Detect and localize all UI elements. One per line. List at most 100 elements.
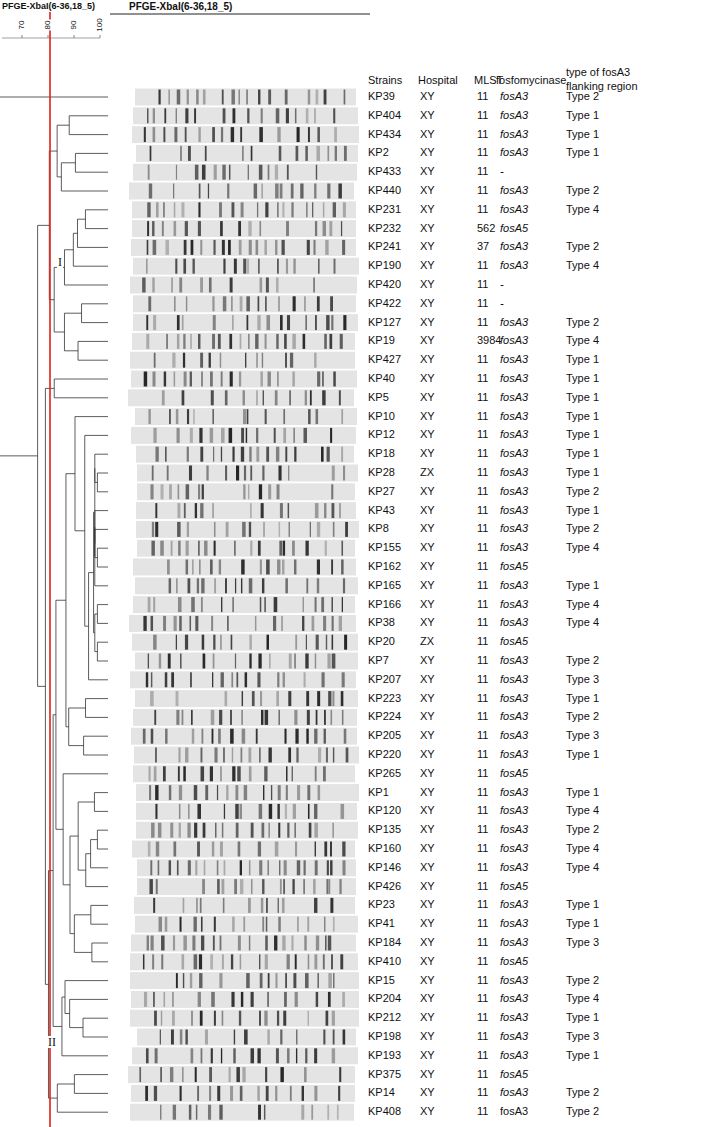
gel-band	[174, 202, 176, 217]
table-cell: Type 4	[566, 260, 599, 271]
table-cell: KP420	[368, 279, 401, 290]
gel-band	[329, 221, 332, 236]
gel-band	[179, 616, 182, 631]
table-cell: XY	[420, 223, 435, 234]
dendrogram-branch	[54, 332, 64, 333]
gel-band	[193, 409, 194, 424]
gel-band	[240, 860, 242, 875]
table-cell: Type 4	[566, 993, 599, 1004]
gel-band	[324, 917, 325, 932]
gel-band	[183, 353, 185, 368]
gel-band	[321, 447, 324, 462]
gel-band	[217, 1086, 220, 1101]
dendrogram-branch	[97, 548, 108, 549]
gel-band	[259, 1011, 261, 1026]
gel-band	[318, 785, 321, 800]
gel-band	[248, 898, 251, 913]
gel-band	[249, 240, 252, 255]
axis-tick: 90	[70, 20, 78, 31]
table-cell: Type 1	[566, 411, 599, 422]
gel-band	[150, 860, 152, 875]
gel-lane	[132, 1047, 358, 1064]
gel-band	[165, 240, 169, 255]
gel-band	[232, 748, 233, 763]
gel-lane	[131, 991, 359, 1008]
gel-band	[172, 1011, 175, 1026]
table-cell: fosA5	[500, 636, 528, 647]
table-cell: XY	[420, 523, 435, 534]
table-cell: KP18	[368, 448, 395, 459]
gel-lane	[135, 690, 358, 707]
gel-band	[279, 541, 282, 556]
gel-band	[256, 729, 258, 744]
dendrogram-branch	[65, 1013, 70, 1014]
gel-band	[176, 710, 179, 725]
dendrogram-branch	[85, 209, 108, 210]
gel-band	[327, 146, 329, 161]
gel-band	[168, 654, 171, 669]
gel-band	[250, 466, 252, 481]
gel-band	[248, 748, 251, 763]
dendrogram-branch	[86, 698, 108, 699]
dendrogram-branch	[38, 686, 46, 687]
gel-band	[339, 616, 342, 631]
table-cell: 11	[477, 129, 488, 140]
table-cell: 11	[477, 881, 488, 892]
gel-band	[184, 503, 186, 518]
gel-band	[183, 936, 187, 951]
gel-band	[307, 917, 309, 932]
gel-band	[279, 860, 280, 875]
gel-band	[280, 184, 283, 199]
gel-band	[197, 1086, 199, 1101]
gel-band	[177, 90, 181, 105]
gel-band	[283, 1011, 286, 1026]
gel-band	[276, 334, 278, 349]
gel-band	[191, 1048, 194, 1063]
gel-band	[171, 1030, 174, 1045]
table-cell: Type 3	[566, 1031, 599, 1042]
gel-band	[197, 842, 200, 857]
table-cell: XY	[420, 617, 435, 628]
gel-band	[251, 992, 254, 1007]
gel-band	[306, 578, 308, 593]
gel-band	[324, 729, 326, 744]
gel-band	[271, 785, 272, 800]
gel-band	[241, 992, 243, 1007]
gel-band	[258, 654, 261, 669]
gel-band	[153, 315, 156, 330]
table-cell: fosA3	[500, 843, 528, 854]
gel-band	[213, 240, 215, 255]
gel-band	[264, 1011, 267, 1026]
gel-band	[333, 973, 334, 988]
gel-band	[190, 372, 192, 387]
gel-band	[268, 372, 271, 387]
gel-band	[326, 635, 327, 650]
table-cell: -	[500, 166, 504, 177]
gel-band	[165, 729, 167, 744]
gel-band	[333, 108, 335, 123]
gel-lane	[130, 1104, 354, 1121]
gel-band	[221, 1048, 222, 1063]
gel-band	[161, 484, 164, 499]
gel-band	[221, 447, 222, 462]
gel-band	[209, 1086, 211, 1101]
gel-band	[284, 992, 287, 1007]
gel-band	[198, 484, 200, 499]
table-cell: KP224	[368, 711, 401, 722]
table-cell: XY	[420, 768, 435, 779]
gel-band	[278, 466, 281, 481]
gel-band	[201, 1048, 203, 1063]
gel-band	[211, 710, 215, 725]
table-cell: KP223	[368, 693, 401, 704]
gel-band	[146, 259, 147, 274]
gel-band	[195, 860, 197, 875]
dendrogram-branch	[61, 162, 75, 163]
dendrogram-branch	[64, 313, 81, 314]
gel-band	[248, 165, 249, 180]
gel-band	[249, 654, 251, 669]
table-cell: fosA3	[500, 91, 528, 102]
table-cell: XY	[420, 749, 435, 760]
gel-band	[231, 202, 234, 217]
table-cell: KP155	[368, 542, 401, 553]
gel-band	[155, 804, 157, 819]
